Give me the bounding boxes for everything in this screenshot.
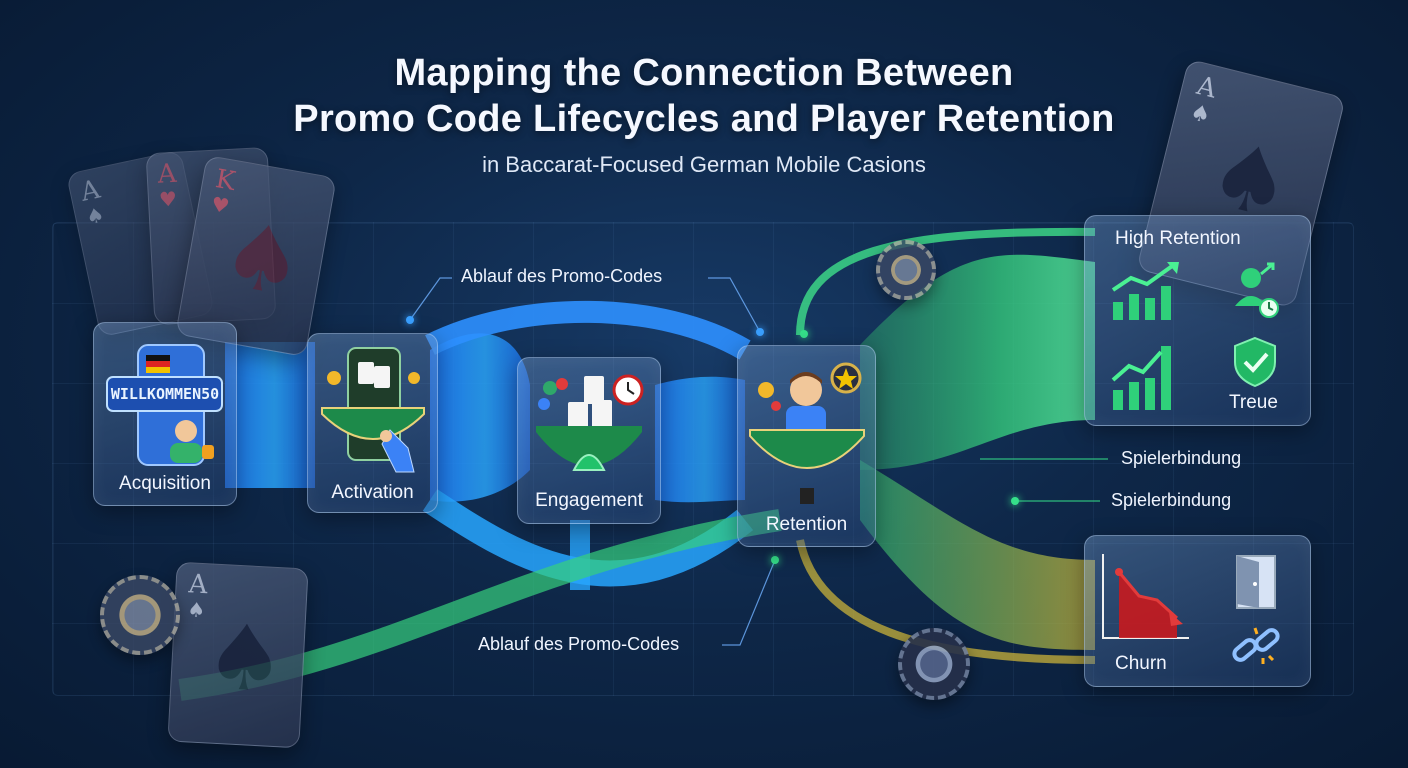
churn-title: Churn <box>1115 653 1167 674</box>
stage-card-activation: Activation <box>307 333 438 513</box>
card-suit-heart: ♥ <box>209 191 232 219</box>
broken-link-icon <box>1232 627 1280 664</box>
stage-card-engagement: Engagement <box>517 357 661 524</box>
poker-chip-icon <box>876 240 936 300</box>
flow-to-churn <box>796 460 1096 664</box>
title-line-2: Promo Code Lifecycles and Player Retenti… <box>293 98 1115 140</box>
loyalty-label: Treue <box>1229 392 1278 413</box>
card-suit-spade: ♠ <box>83 202 107 230</box>
stage-card-acquisition: WILLKOMMEN50 Acquisition <box>93 322 237 506</box>
growth-bar-chart-icon <box>1111 346 1171 410</box>
declining-chart-icon <box>1102 554 1189 639</box>
outcome-card-high-retention: High Retention Treue <box>1084 215 1311 426</box>
callout-dot <box>1011 497 1019 505</box>
dealer-baccarat-table-icon <box>749 362 865 504</box>
callout-dot <box>406 316 414 324</box>
shield-check-icon <box>1234 336 1276 388</box>
promo-code-text: WILLKOMMEN50 <box>110 385 220 403</box>
callout-dot <box>800 330 808 338</box>
card-rank: A <box>187 569 209 601</box>
card-rank: A <box>156 158 178 190</box>
flow-act-engagement <box>430 333 530 502</box>
flow-acq-act <box>225 342 315 488</box>
leader-lines <box>409 277 1108 646</box>
flow-to-high-retention <box>796 227 1096 470</box>
outcome-card-churn: Churn <box>1084 535 1311 687</box>
callout-player-binding-1: Spielerbindung <box>1121 448 1242 468</box>
growth-bar-chart-icon <box>1111 262 1179 320</box>
stage-label-engagement: Engagement <box>535 490 643 511</box>
baccarat-game-icon <box>536 374 644 471</box>
playing-card-ace-spade-bottom-left: A ♠ ♠ <box>167 561 309 749</box>
card-rank: A <box>1193 70 1220 105</box>
smartphone-promo-icon <box>106 344 223 466</box>
poker-chip-icon <box>100 575 180 655</box>
stage-label-activation: Activation <box>331 482 414 503</box>
subtitle: in Baccarat-Focused German Mobile Casion… <box>482 152 926 177</box>
flow-engagement-retention <box>655 376 745 503</box>
user-growth-icon <box>1235 262 1279 318</box>
high-retention-title: High Retention <box>1115 228 1241 249</box>
callout-dot <box>771 556 779 564</box>
mobile-baccarat-table-icon <box>321 347 425 473</box>
card-suit-spade: ♠ <box>186 597 206 623</box>
callout-dot <box>756 328 764 336</box>
exit-door-icon <box>1236 555 1276 609</box>
callout-player-binding-2: Spielerbindung <box>1111 490 1232 510</box>
flow-upper-arc <box>425 300 751 360</box>
card-pip-spade: ♠ <box>213 201 312 319</box>
stage-card-retention: Retention <box>737 345 876 547</box>
callout-promo-expiry-bottom: Ablauf des Promo-Codes <box>478 634 680 654</box>
card-pip-spade: ♠ <box>202 604 289 714</box>
card-suit-spade: ♠ <box>1187 100 1213 130</box>
callout-promo-expiry-top: Ablauf des Promo-Codes <box>461 266 663 286</box>
stage-label-acquisition: Acquisition <box>119 473 211 494</box>
card-suit-heart: ♥ <box>158 186 178 212</box>
stage-label-retention: Retention <box>765 514 848 535</box>
poker-chip-icon <box>898 628 970 700</box>
title-line-1: Mapping the Connection Between <box>394 52 1014 94</box>
